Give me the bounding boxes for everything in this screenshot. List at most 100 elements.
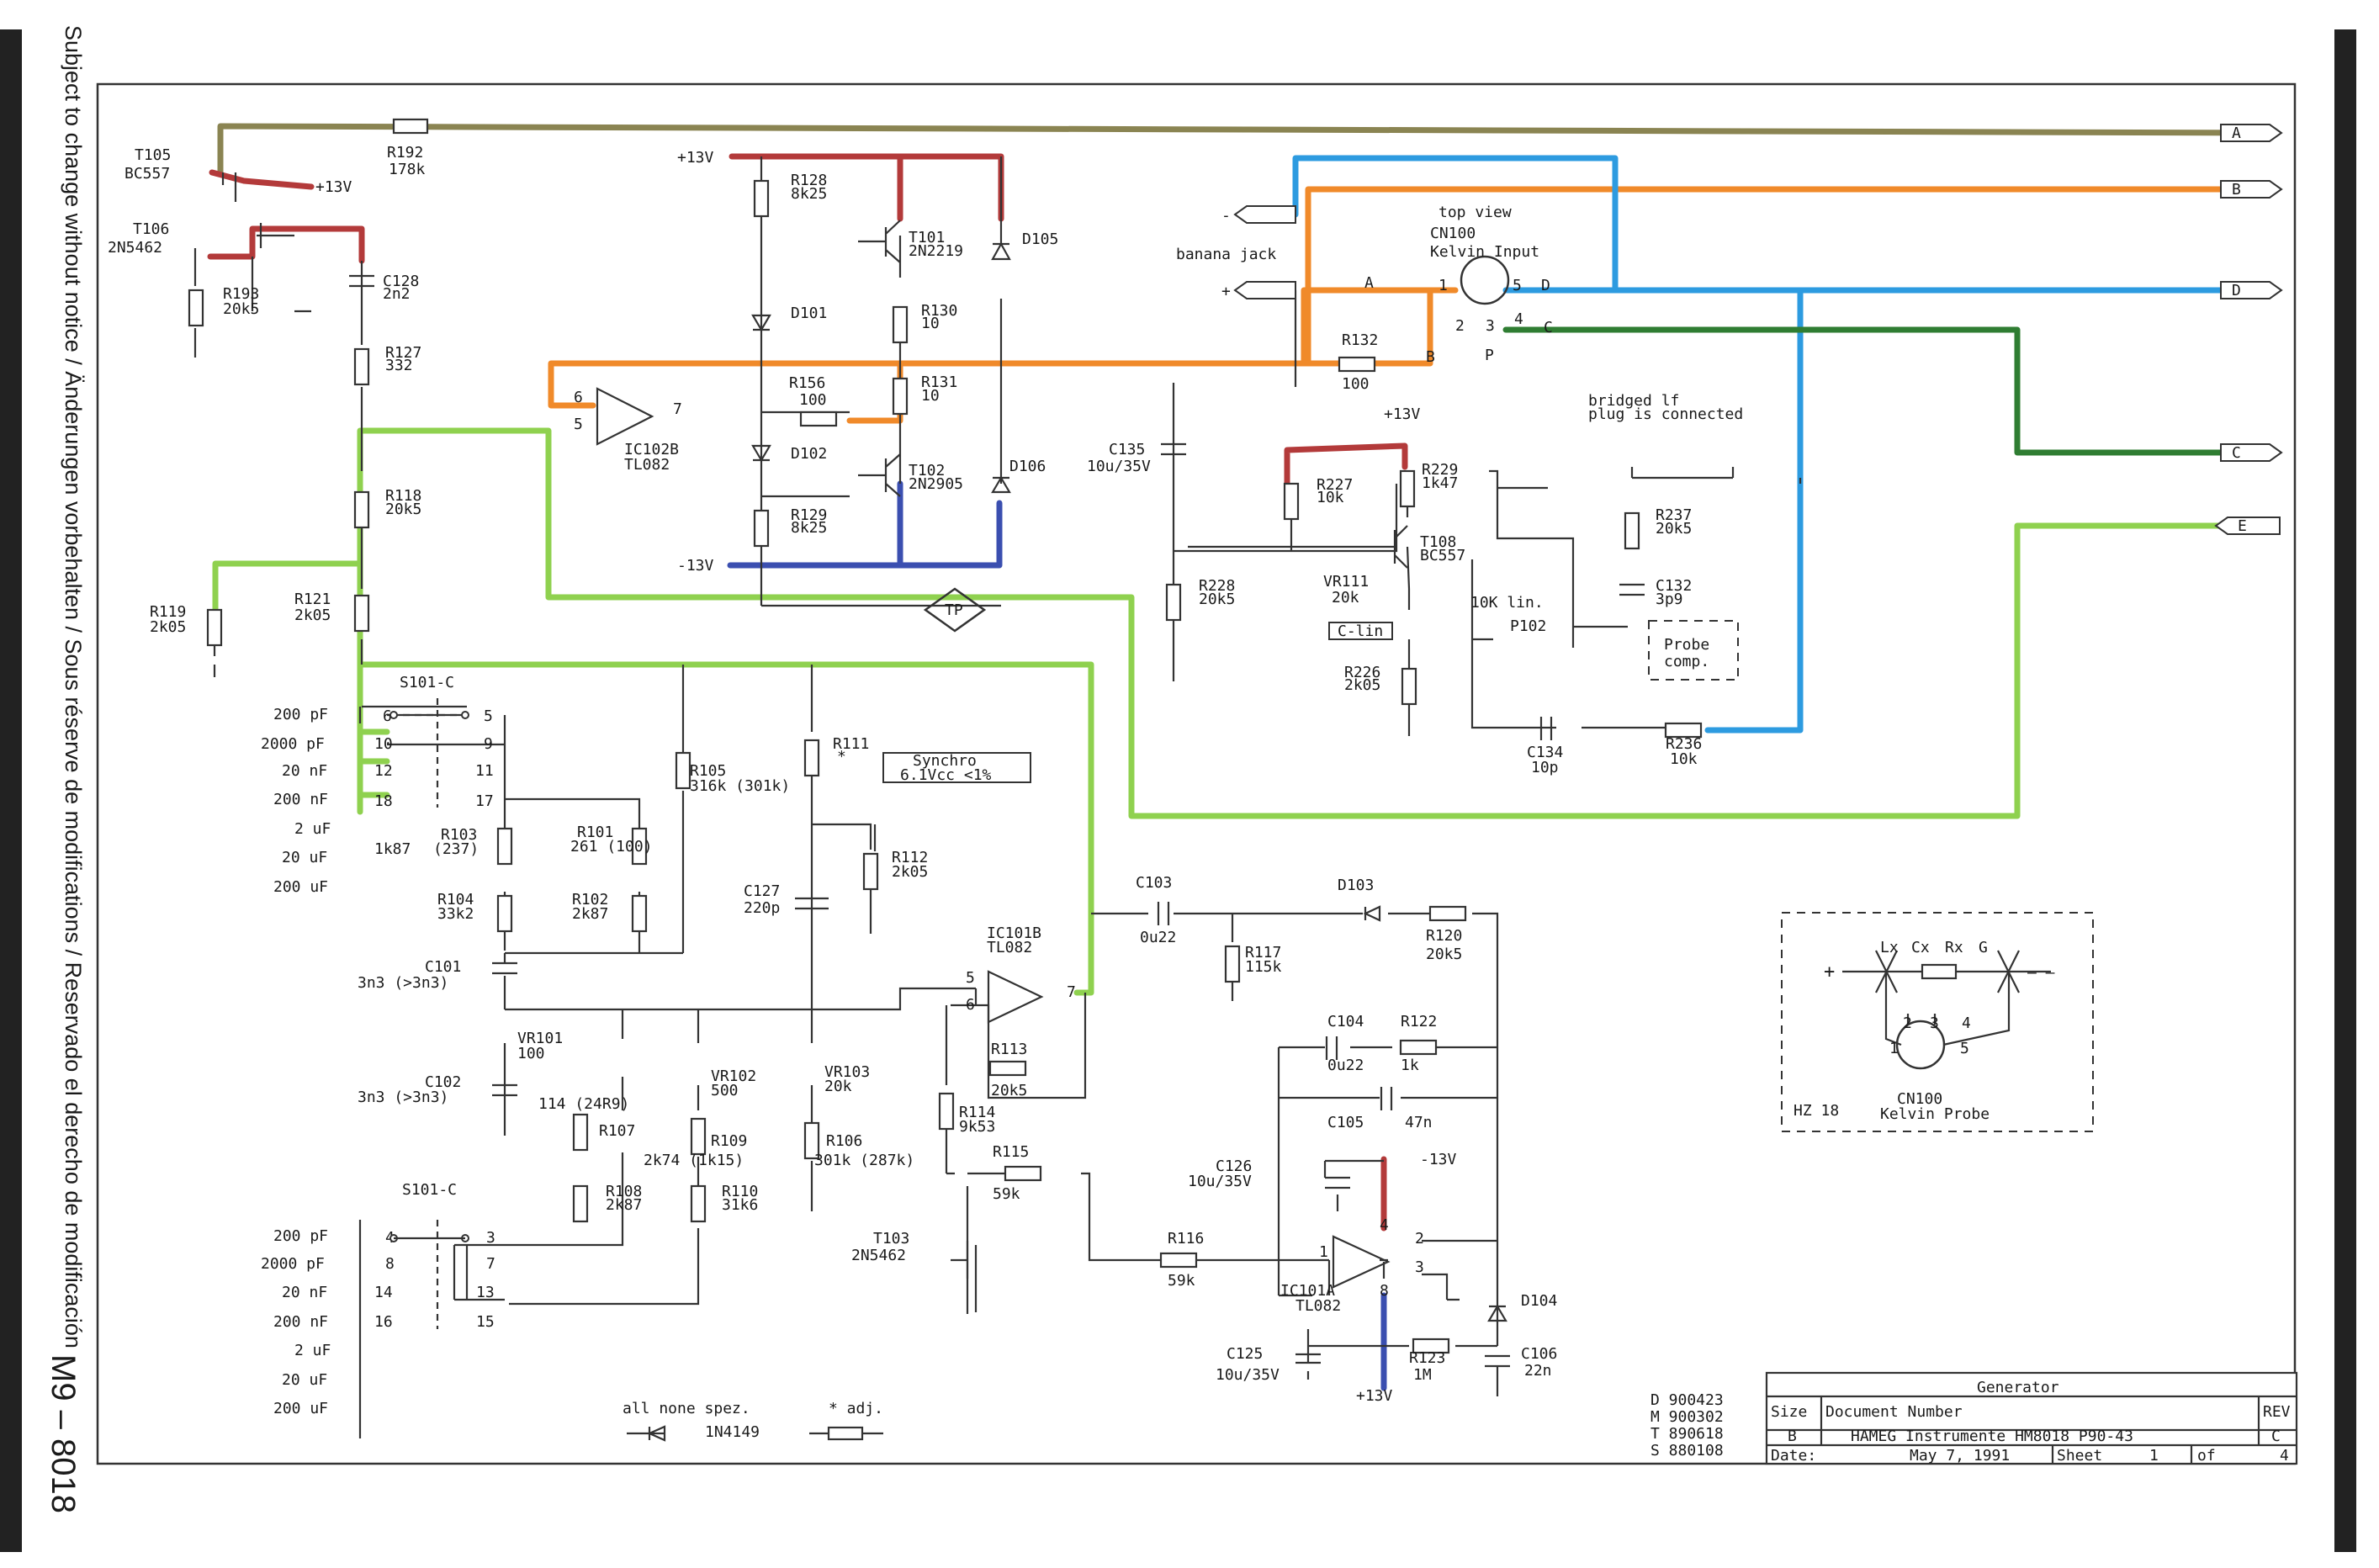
pin-bot-l1: 8 <box>385 1255 395 1273</box>
probe-rx-body <box>1922 965 1956 978</box>
r115-value: 59k <box>993 1185 1020 1203</box>
rev-line-3: S 880108 <box>1650 1442 1724 1459</box>
kelvin-input-label: Kelvin Input <box>1430 243 1539 261</box>
c101-value: 3n3 (>3n3) <box>358 974 448 992</box>
r132-label: R132 <box>1342 331 1378 349</box>
r107-label: R107 <box>599 1122 635 1140</box>
pin-d-label: D <box>1541 277 1550 294</box>
r131-body <box>893 379 907 414</box>
r103-value2: (237) <box>433 840 479 858</box>
ic101b-pin6: 6 <box>966 996 975 1014</box>
tb-size-label: Size <box>1771 1403 1807 1421</box>
r108-value: 2k87 <box>606 1196 642 1214</box>
pin-top-r2: 11 <box>475 762 494 780</box>
r112-value: 2k05 <box>892 863 928 881</box>
r192-value: 178k <box>389 161 426 178</box>
t106-label: T106 <box>133 220 169 238</box>
r237-body <box>1625 513 1639 548</box>
ic102b-pin7: 7 <box>673 400 682 418</box>
r104-body <box>498 896 511 931</box>
vr111-value: 20k <box>1332 589 1359 607</box>
tab-a <box>2221 124 2281 141</box>
right-margin-bar <box>2334 29 2356 1552</box>
r114-body <box>940 1094 953 1129</box>
d101-label: D101 <box>791 305 827 322</box>
r106-label: R106 <box>826 1132 862 1150</box>
tb-title: Generator <box>1977 1379 2059 1396</box>
probe-plus: + <box>1824 961 1835 983</box>
c128-value: 2n2 <box>383 285 411 303</box>
tab-e <box>2216 517 2280 534</box>
s101c-bot-label: S101-C <box>402 1181 457 1199</box>
black-wiring <box>195 156 1800 1438</box>
c106-label: C106 <box>1521 1345 1557 1363</box>
pin-bot-r3: 15 <box>476 1313 495 1331</box>
r227-body <box>1285 484 1298 519</box>
net-a <box>220 126 2270 172</box>
pin-bot-l2: 14 <box>374 1284 393 1301</box>
r193-value: 20k5 <box>223 300 259 318</box>
range-bot-6: 200 uF <box>273 1400 328 1417</box>
r109-label: R109 <box>711 1132 747 1150</box>
r236-value: 10k <box>1670 750 1698 768</box>
t105-type: BC557 <box>125 165 170 183</box>
pin-top-r3: 17 <box>475 792 494 810</box>
pin-top-r0: 5 <box>484 707 493 725</box>
supply-bot-neg: -13V <box>1420 1151 1457 1168</box>
r121-value: 2k05 <box>294 607 331 624</box>
probe-pin5: 5 <box>1960 1040 1969 1057</box>
r111-value: * <box>837 748 846 765</box>
probe-pin2: 2 <box>1903 1014 1912 1032</box>
r115-body <box>1005 1167 1041 1180</box>
net-e <box>215 431 2246 993</box>
ic102b-type: TL082 <box>624 456 670 474</box>
r120-label: R120 <box>1426 927 1462 945</box>
r102-body <box>633 896 646 931</box>
label-b: B <box>2232 181 2241 199</box>
range-bot-1: 2000 pF <box>261 1255 325 1273</box>
r116-value: 59k <box>1168 1272 1195 1290</box>
vr101-value: 100 <box>517 1045 545 1062</box>
legend-diode-type: 1N4149 <box>705 1423 760 1441</box>
r123-label: R123 <box>1409 1349 1445 1367</box>
jack-plus <box>1235 282 1295 299</box>
tp-label: TP <box>945 601 963 619</box>
r102-value: 2k87 <box>572 905 608 923</box>
r228-value: 20k5 <box>1199 591 1235 608</box>
t105-label: T105 <box>135 146 171 164</box>
r116-body <box>1161 1253 1196 1267</box>
label-d: D <box>2232 282 2241 299</box>
c101-label: C101 <box>425 958 461 976</box>
ic101a-type: TL082 <box>1295 1297 1341 1315</box>
range-bot-3: 200 nF <box>273 1313 328 1331</box>
vr102-value: 500 <box>711 1082 739 1099</box>
pin-top-l3: 18 <box>374 792 393 810</box>
pin2-label: 2 <box>1455 317 1465 335</box>
r105-body <box>676 753 690 788</box>
r229-body <box>1401 471 1414 506</box>
range-top-0: 200 pF <box>273 706 328 723</box>
probe-hz18: HZ 18 <box>1794 1102 1839 1120</box>
d102-label: D102 <box>791 445 827 463</box>
r122-value: 1k <box>1401 1057 1419 1074</box>
pin-bot-r1: 7 <box>486 1255 495 1273</box>
jack-minus <box>1235 206 1295 223</box>
ic101a-pin8: 8 <box>1380 1282 1389 1300</box>
r101-value: 261 (100) <box>570 838 653 856</box>
supply-bot-pos: +13V <box>1356 1387 1393 1405</box>
r128-value: 8k25 <box>791 185 827 203</box>
legend-diode-note: all none spez. <box>623 1400 750 1417</box>
r121-label: R121 <box>294 591 331 608</box>
synchro-line2: 6.1Vcc <1% <box>900 766 992 784</box>
r123-value: 1M <box>1413 1366 1432 1384</box>
probe-pin3: 3 <box>1930 1014 1939 1032</box>
net-c <box>1506 330 2263 453</box>
r103-value1: 1k87 <box>374 840 411 858</box>
probe-rx: Rx <box>1945 939 1963 956</box>
range-top-3: 200 nF <box>273 791 328 808</box>
pin5-label: 5 <box>1513 277 1522 294</box>
t106-type: 2N5462 <box>108 239 162 257</box>
ic101a-pin2: 2 <box>1415 1230 1424 1248</box>
r228-body <box>1167 585 1180 620</box>
c125-value: 10u/35V <box>1216 1366 1280 1384</box>
